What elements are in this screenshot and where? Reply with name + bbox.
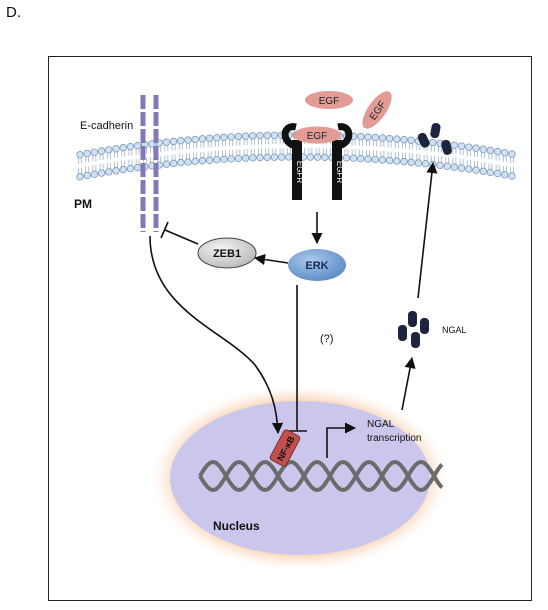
plasma-membrane [76,131,516,181]
zeb1-node: ZEB1 [197,237,257,269]
ecadherin-label: E-cadherin [80,120,133,132]
question-label: (?) [320,333,333,345]
ngal-transcription-line2: transcription [367,433,421,444]
egf-label-bound: EGF [307,131,328,142]
egfr-label-left: EGFR [295,161,304,183]
egf-bound: EGF [293,126,341,144]
pm-label: PM [74,197,92,211]
egf-free: EGF [305,91,353,109]
egfr-receptor: EGFR EGFR [281,123,353,200]
nucleus-body [170,401,430,555]
ngal-label: NGAL [442,325,467,335]
nucleus [152,386,448,570]
ngal-secreted [417,123,453,155]
ngal-transcription-line1: NGAL [367,419,395,430]
dna-helix [198,460,444,492]
e-cadherin [140,95,159,232]
egfr-label-right: EGFR [335,161,344,183]
erk-node: ERK [288,249,346,281]
diagram-frame [48,56,532,601]
zeb1-label: ZEB1 [213,248,241,260]
nfkb-node: NF-κB [269,429,301,467]
egf-tilted: EGF [362,91,392,129]
erk-label: ERK [305,260,328,272]
ngal-protein [398,311,429,348]
connectors [149,161,438,458]
panel-label: D. [6,4,21,21]
nucleus-label: Nucleus [213,519,260,533]
egf-label-free: EGF [319,96,340,107]
